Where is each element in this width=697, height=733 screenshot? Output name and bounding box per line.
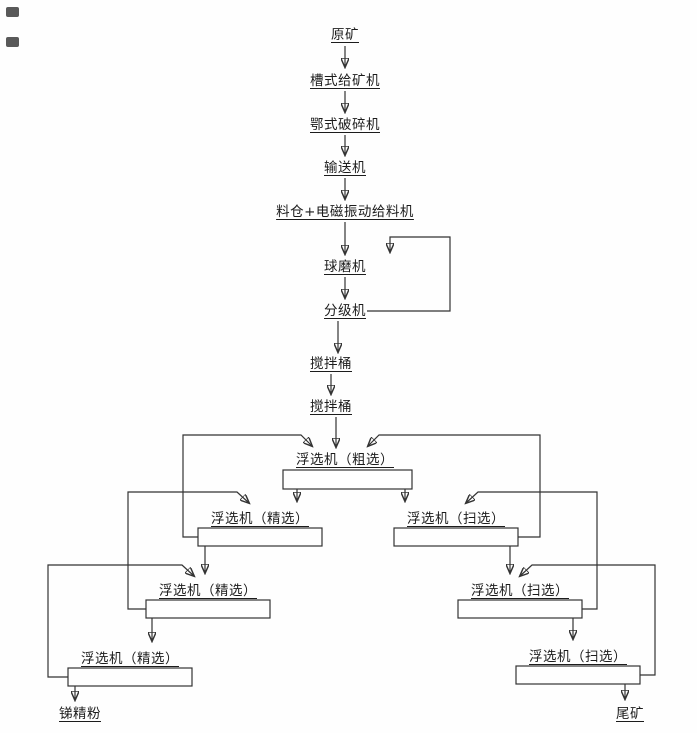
node-trough-feeder: 槽式给矿机 xyxy=(310,73,380,89)
edge-cleaner-1-rougher-return xyxy=(182,434,312,538)
node-cleaner-2: 浮选机（精选） xyxy=(159,583,257,599)
node-jaw-crusher: 鄂式破碎机 xyxy=(310,117,380,133)
node-scavenger-3: 浮选机（扫选） xyxy=(529,649,627,665)
node-concentrate: 锑精粉 xyxy=(59,706,101,722)
edge-scavenger-3-scavenger-2-return xyxy=(520,564,656,676)
node-bin-feeder: 料仓+电磁振动给料机 xyxy=(276,204,414,220)
edge-scavenger-1-rougher-return xyxy=(368,434,541,538)
box-scavenger-1-cells xyxy=(393,527,519,547)
artifact-mark-2 xyxy=(6,37,19,47)
node-tailings: 尾矿 xyxy=(616,706,644,722)
box-cleaner-3-cells xyxy=(67,667,193,687)
node-scavenger-1: 浮选机（扫选） xyxy=(407,511,505,527)
box-scavenger-2-cells xyxy=(457,599,583,619)
edge-cleaner-3-cleaner-2-return xyxy=(47,564,194,678)
node-cleaner-1: 浮选机（精选） xyxy=(211,511,309,527)
edge-cleaner-2-cleaner-1-return xyxy=(127,491,249,610)
edge-scavenger-2-scavenger-1-return xyxy=(466,491,598,610)
artifact-mark-1 xyxy=(6,7,19,17)
node-agitator-2: 搅拌桶 xyxy=(310,399,352,415)
box-rougher-cells xyxy=(282,469,413,490)
node-rougher: 浮选机（粗选） xyxy=(296,452,394,468)
node-raw-ore: 原矿 xyxy=(331,27,359,43)
edge-classifier-ball-mill-return xyxy=(367,236,451,312)
node-agitator-1: 搅拌桶 xyxy=(310,356,352,372)
box-scavenger-3-cells xyxy=(515,665,641,685)
node-cleaner-3: 浮选机（精选） xyxy=(81,651,179,667)
node-scavenger-2: 浮选机（扫选） xyxy=(471,583,569,599)
node-ball-mill: 球磨机 xyxy=(324,259,366,275)
box-cleaner-2-cells xyxy=(145,599,271,619)
box-cleaner-1-cells xyxy=(197,527,323,547)
node-classifier: 分级机 xyxy=(324,303,366,319)
node-conveyor: 输送机 xyxy=(324,160,366,176)
